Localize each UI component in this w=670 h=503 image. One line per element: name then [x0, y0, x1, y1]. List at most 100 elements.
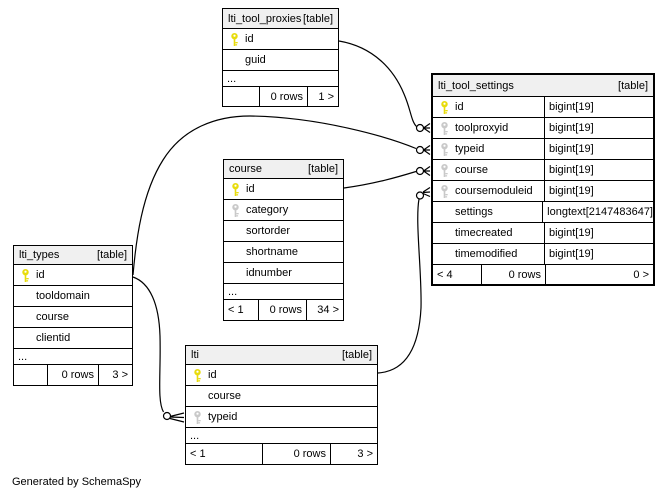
- column-name: tooldomain: [36, 290, 90, 302]
- table-lti[interactable]: lti [table] id course typeid ... < 1 0 r…: [185, 345, 378, 465]
- column-type: bigint[19]: [544, 244, 653, 264]
- primary-key-icon: [433, 100, 455, 114]
- column-name: shortname: [246, 246, 298, 258]
- column-name: id: [36, 269, 45, 281]
- footer-rows: 0 rows: [48, 365, 99, 385]
- column-row: tooldomain: [14, 286, 132, 307]
- table-tag: [table]: [97, 249, 127, 261]
- column-row: id: [224, 179, 343, 200]
- column-type: bigint[19]: [544, 97, 653, 117]
- footer-children: 3 >: [112, 369, 128, 381]
- table-footer: < 1 0 rows 34 >: [224, 300, 343, 320]
- table-header[interactable]: lti_types [table]: [14, 246, 132, 265]
- footer-rows: 0 rows: [259, 300, 307, 320]
- table-lti_types[interactable]: lti_types [table] id tooldomain course c…: [13, 245, 133, 386]
- column-row: category: [224, 200, 343, 221]
- footer-parents: < 1: [186, 444, 263, 464]
- edge-lti_types-to-lti: [132, 276, 185, 423]
- table-header[interactable]: lti_tool_settings [table]: [433, 75, 653, 97]
- table-tag: [table]: [308, 163, 338, 175]
- column-name: idnumber: [246, 267, 292, 279]
- column-row: id: [186, 365, 377, 386]
- column-name: course: [36, 311, 70, 323]
- column-name: course: [208, 390, 242, 402]
- primary-key-icon: [224, 182, 246, 196]
- table-header[interactable]: lti [table]: [186, 346, 377, 365]
- column-name: typeid: [455, 143, 485, 155]
- column-row: course bigint[19]: [433, 160, 653, 181]
- generated-by-note: Generated by SchemaSpy: [12, 476, 142, 488]
- table-title: lti_tool_proxies: [228, 12, 302, 25]
- table-tag: [table]: [618, 79, 648, 92]
- ellipsis-row: ...: [223, 71, 338, 87]
- table-footer: 0 rows 1 >: [223, 87, 338, 106]
- ellipsis-row: ...: [224, 284, 343, 300]
- footer-children: 3 >: [357, 448, 373, 460]
- table-lti_tool_settings[interactable]: lti_tool_settings [table] id bigint[19] …: [431, 73, 655, 286]
- column-name: settings: [455, 206, 493, 218]
- table-title: lti: [191, 349, 199, 361]
- foreign-key-icon: [433, 142, 455, 156]
- footer-rows: 0 rows: [263, 444, 331, 464]
- column-name: timecreated: [455, 227, 513, 239]
- column-name: clientid: [36, 332, 71, 344]
- footer-left: [223, 87, 260, 106]
- column-name: id: [245, 33, 254, 45]
- table-footer: < 4 0 rows 0 >: [433, 265, 653, 284]
- footer-children: 0 >: [633, 268, 649, 281]
- column-row: coursemoduleid bigint[19]: [433, 181, 653, 202]
- column-row: guid: [223, 50, 338, 71]
- column-name: typeid: [208, 411, 238, 423]
- column-row: idnumber: [224, 263, 343, 284]
- table-lti_tool_proxies[interactable]: lti_tool_proxies [table] id guid ... 0 r…: [222, 8, 339, 107]
- column-row: settings longtext[2147483647]: [433, 202, 653, 223]
- table-tag: [table]: [303, 12, 333, 25]
- column-row: id: [14, 265, 132, 286]
- column-name: guid: [245, 54, 266, 66]
- column-name: id: [455, 101, 464, 113]
- column-row: typeid bigint[19]: [433, 139, 653, 160]
- table-title: course: [229, 163, 263, 175]
- column-row: sortorder: [224, 221, 343, 242]
- column-row: timemodified bigint[19]: [433, 244, 653, 265]
- footer-rows: 0 rows: [260, 87, 308, 106]
- table-footer: 0 rows 3 >: [14, 365, 132, 385]
- edge-lti_tool_proxies-to-lti_tool_settings: [338, 40, 431, 133]
- column-row: typeid: [186, 407, 377, 428]
- primary-key-icon: [186, 368, 208, 382]
- table-header[interactable]: lti_tool_proxies [table]: [223, 9, 338, 29]
- edge-course-to-lti_tool_settings: [343, 166, 431, 189]
- footer-children: 1 >: [318, 90, 334, 103]
- table-footer: < 1 0 rows 3 >: [186, 444, 377, 464]
- column-type: bigint[19]: [544, 118, 653, 138]
- column-name: timemodified: [455, 248, 518, 260]
- column-row: shortname: [224, 242, 343, 263]
- column-name: course: [455, 164, 489, 176]
- column-row: timecreated bigint[19]: [433, 223, 653, 244]
- foreign-key-icon: [186, 410, 208, 424]
- column-row: clientid: [14, 328, 132, 349]
- column-type: longtext[2147483647]: [542, 202, 653, 222]
- column-type: bigint[19]: [544, 139, 653, 159]
- table-tag: [table]: [342, 349, 372, 361]
- footer-parents: < 1: [224, 300, 259, 320]
- table-course[interactable]: course [table] id category sortorder sho…: [223, 159, 344, 321]
- column-row: id bigint[19]: [433, 97, 653, 118]
- column-row: id: [223, 29, 338, 50]
- table-header[interactable]: course [table]: [224, 160, 343, 179]
- foreign-key-icon: [224, 203, 246, 217]
- ellipsis-row: ...: [14, 349, 132, 365]
- column-name: sortorder: [246, 225, 291, 237]
- primary-key-icon: [223, 32, 245, 46]
- column-row: course: [14, 307, 132, 328]
- column-type: bigint[19]: [544, 223, 653, 243]
- footer-rows: 0 rows: [482, 265, 546, 284]
- footer-left: [14, 365, 48, 385]
- column-row: toolproxyid bigint[19]: [433, 118, 653, 139]
- column-type: bigint[19]: [544, 160, 653, 180]
- table-title: lti_tool_settings: [438, 79, 514, 92]
- foreign-key-icon: [433, 121, 455, 135]
- edge-lti-to-lti_tool_settings: [377, 186, 431, 374]
- footer-parents: < 4: [433, 265, 482, 284]
